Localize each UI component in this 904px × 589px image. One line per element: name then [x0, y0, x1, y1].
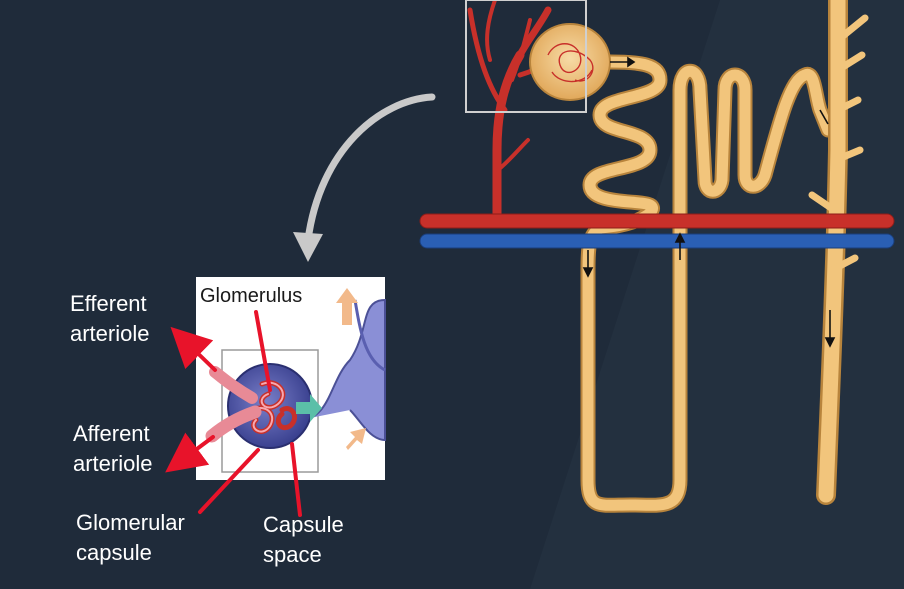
zoom-arrow-head — [293, 232, 323, 262]
tubule — [580, 54, 836, 513]
label-glomerular-line2: capsule — [76, 540, 152, 565]
pointer-glomerulus — [254, 310, 272, 392]
highlight-box — [465, 0, 587, 113]
pointer-afferent — [165, 432, 215, 473]
label-capsule-line1: Capsule — [263, 512, 344, 537]
label-glomerular-line1: Glomerular — [76, 510, 185, 535]
label-afferent-line1: Afferent — [73, 421, 150, 446]
pointer-efferent — [170, 326, 217, 372]
label-efferent-line2: arteriole — [70, 321, 150, 346]
glomerulus-capillaries — [547, 43, 594, 83]
zoom-arrow — [304, 93, 436, 244]
label-efferent-arteriole: Efferent arteriole — [70, 289, 149, 349]
label-afferent-line2: arteriole — [73, 451, 153, 476]
collecting-duct — [808, 0, 869, 505]
nephron — [419, 0, 895, 513]
pointer-glomerular-capsule — [198, 448, 260, 514]
label-capsule-space: Capsule space — [263, 510, 344, 570]
pointer-capsule-space — [290, 442, 302, 517]
background-panel — [530, 0, 904, 589]
label-capsule-line2: space — [263, 542, 322, 567]
artery-tree — [467, 0, 553, 227]
label-efferent-line1: Efferent — [70, 291, 147, 316]
arcuate-vein — [419, 233, 895, 249]
pointer-arrows — [165, 310, 302, 517]
glomerulus-bulb — [529, 23, 611, 101]
label-glomerular-capsule: Glomerular capsule — [76, 508, 185, 568]
label-afferent-arteriole: Afferent arteriole — [73, 419, 152, 479]
label-glomerulus: Glomerulus — [200, 285, 303, 307]
flow-arrows — [582, 56, 836, 348]
arcuate-artery — [419, 213, 895, 229]
